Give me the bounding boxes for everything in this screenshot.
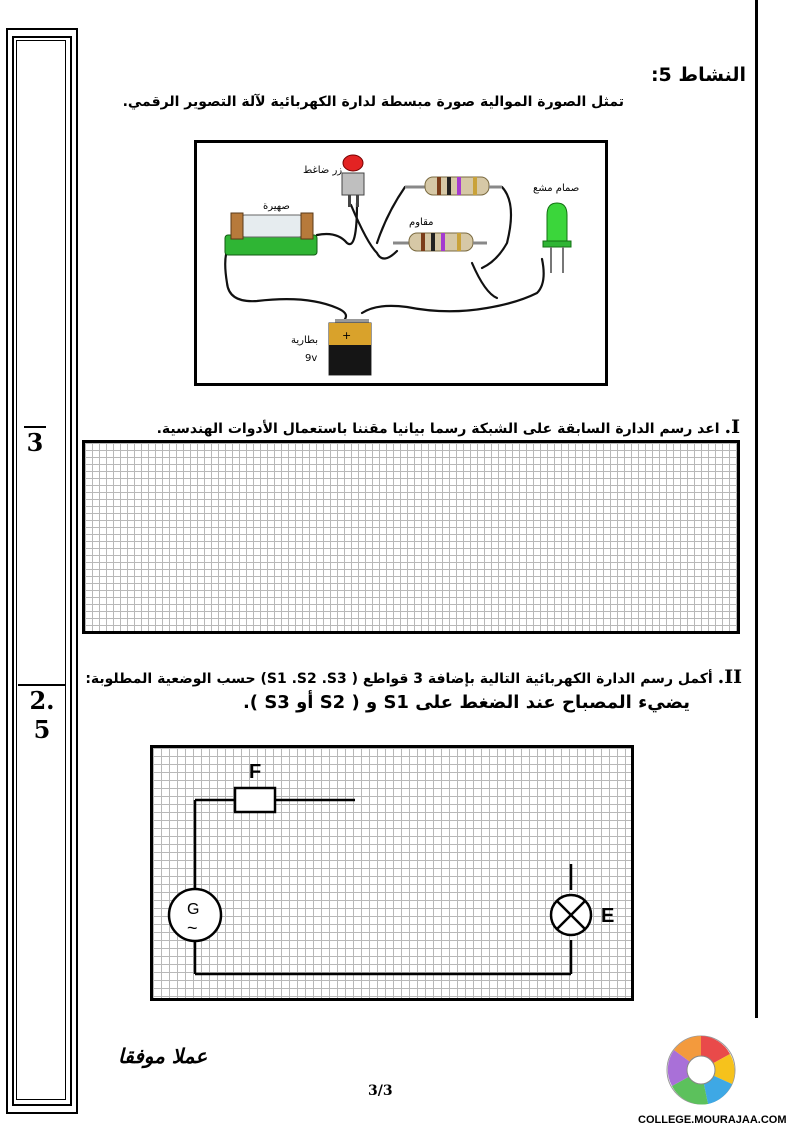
wire-resistor-led (470, 261, 499, 300)
activity-title: النشاط 5: (650, 64, 746, 86)
score-q1: 3 (24, 426, 46, 457)
label-led: صمام مشع (533, 183, 579, 194)
resistor-bottom (393, 232, 487, 252)
generator-symbol (167, 887, 223, 943)
battery-plus: + (342, 329, 351, 342)
wire-led-battery (360, 257, 545, 315)
question1: I. اعد رسم الدارة السابقة على الشبكة رسم… (157, 416, 740, 438)
generator-ac-symbol: ~ (187, 918, 198, 938)
page-number: 3/3 (368, 1083, 393, 1099)
fuse-label: F (249, 761, 261, 783)
question2-text: أكمل رسم الدارة الكهربائية التالية بإضاف… (85, 671, 713, 687)
wire-resistor-link (480, 185, 513, 270)
score-q1-bar (24, 426, 46, 428)
fuse-symbol (233, 786, 277, 814)
question2-condition: يضيء المصباح عند الضغط على S1 و ( S2 أو … (242, 692, 690, 713)
lamp-label: E (601, 905, 614, 927)
question1-number: I. (724, 416, 740, 438)
activity-intro: تمثل الصورة الموالية صورة مبسطة لدارة ال… (122, 94, 624, 110)
site-logo-drawing (666, 1035, 736, 1105)
question2: II. أكمل رسم الدارة الكهربائية التالية ب… (85, 666, 742, 688)
label-fuse: صهيرة (263, 201, 290, 212)
score-q2: 2. 5 (18, 684, 66, 744)
wire-resistor-top-left (375, 185, 407, 245)
score-margin-inner-frame-2 (16, 40, 66, 1100)
label-resistor: مقاوم (409, 217, 433, 228)
closing-wish: عملا موفقا (118, 1044, 208, 1068)
circuit-diagram: F G ~ E (167, 761, 614, 976)
score-q2-bar (18, 684, 66, 686)
drawing-grid-q1[interactable] (82, 440, 740, 634)
label-push-button: زر ضاغط (303, 165, 342, 176)
score-margin-inner-frame (12, 36, 72, 1106)
battery: + (328, 319, 372, 376)
site-logo (660, 1024, 742, 1108)
circuit-grid-q2[interactable]: F G ~ E (150, 745, 634, 1001)
label-battery: بطارية (291, 335, 318, 346)
circuit-photo: + زر ضاغط صهيرة مقاوم صمام مشع بطارية 9v (194, 140, 608, 386)
wire-fuse-button (315, 201, 359, 246)
site-url: COLLEGE.MOURAJAA.COM (638, 1114, 786, 1126)
wire-button-resistor (349, 203, 399, 260)
score-margin-frame (6, 28, 78, 1114)
resistor-top (405, 176, 502, 196)
circuit-photo-drawing: + زر ضاغط صهيرة مقاوم صمام مشع بطارية 9v (224, 154, 579, 376)
score-q2-value: 2. 5 (29, 686, 55, 744)
label-voltage: 9v (305, 353, 317, 364)
led (542, 202, 572, 273)
fuse-holder (224, 212, 318, 256)
page-frame-right (755, 0, 758, 1018)
question2-number: II. (717, 666, 742, 688)
wire-fuse-battery (224, 241, 348, 321)
score-q1-value: 3 (26, 428, 44, 457)
question1-text: اعد رسم الدارة السابقة على الشبكة رسما ب… (156, 421, 720, 437)
generator-label: G (187, 901, 199, 918)
push-button (341, 154, 365, 207)
